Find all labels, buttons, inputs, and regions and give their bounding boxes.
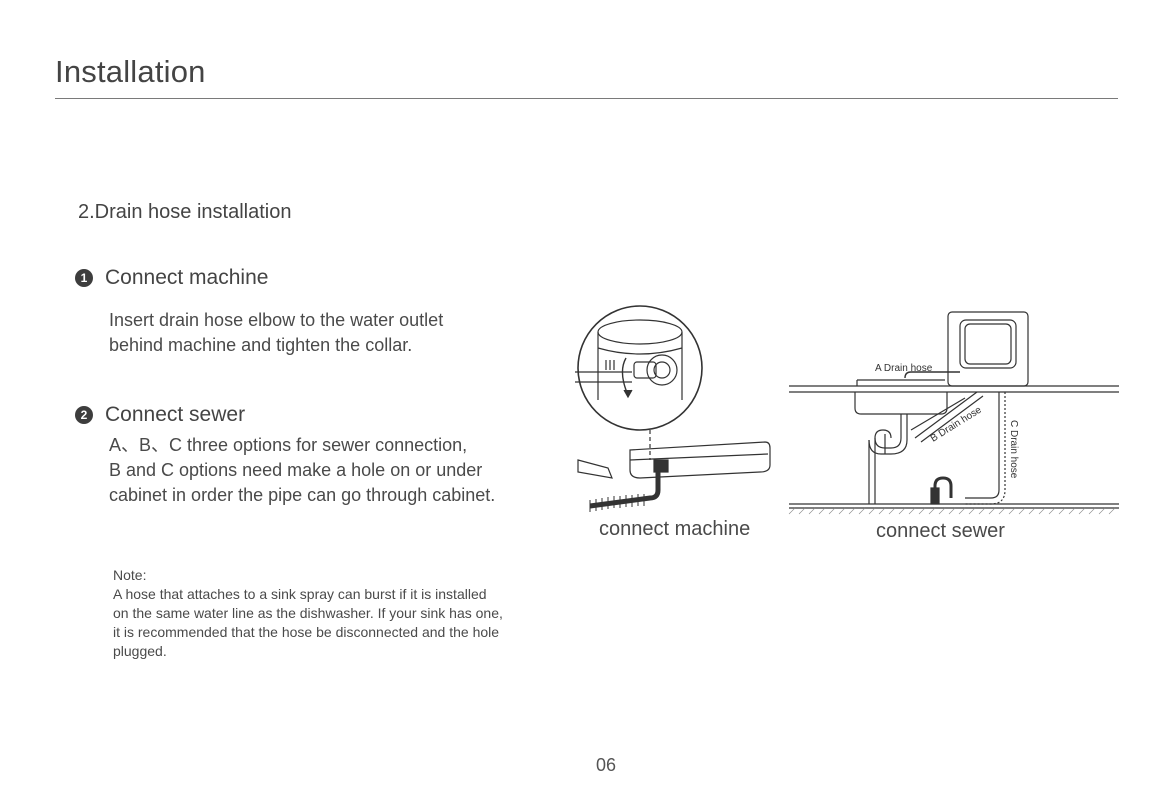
step-1-text: Insert drain hose elbow to the water out… (109, 308, 443, 358)
step-2-number-badge: 2 (75, 406, 93, 424)
page-title: Installation (55, 54, 206, 89)
note-line: on the same water line as the dishwasher… (113, 605, 503, 621)
step-2-line: B and C options need make a hole on or u… (109, 460, 483, 480)
step-1-title: Connect machine (105, 266, 269, 289)
step-2-text: A、B、C three options for sewer connection… (109, 433, 495, 508)
page-number: 06 (596, 755, 617, 775)
connect-machine-illustration (575, 305, 771, 512)
step-2-line: cabinet in order the pipe can go through… (109, 485, 496, 505)
note-line: A hose that attaches to a sink spray can… (113, 586, 487, 602)
step-1-line: behind machine and tighten the collar. (109, 335, 413, 355)
connect-sewer-illustration: A Drain hose B Drain hose C Drain hose (788, 311, 1119, 515)
note-block: Note: A hose that attaches to a sink spr… (113, 566, 503, 661)
section-title: 2.Drain hose installation (78, 201, 292, 223)
step-1-heading: 1 Connect machine (75, 266, 268, 290)
note-line: plugged. (113, 643, 167, 659)
connect-sewer-caption: connect sewer (876, 520, 1005, 542)
note-label: Note: (113, 567, 147, 583)
drain-hose-c-label: C Drain hose (1008, 420, 1019, 479)
step-2-heading: 2 Connect sewer (75, 403, 245, 427)
note-line: it is recommended that the hose be disco… (113, 624, 500, 640)
step-2-line: A、B、C three options for sewer connection… (109, 435, 468, 455)
step-1-line: Insert drain hose elbow to the water out… (109, 310, 444, 330)
drain-hose-b-label: B Drain hose (929, 404, 984, 444)
step-2-title: Connect sewer (105, 403, 246, 426)
connect-machine-caption: connect machine (599, 518, 751, 540)
drain-hose-a-label: A Drain hose (875, 363, 933, 374)
step-1-number-badge: 1 (75, 269, 93, 287)
title-divider (55, 98, 1118, 99)
